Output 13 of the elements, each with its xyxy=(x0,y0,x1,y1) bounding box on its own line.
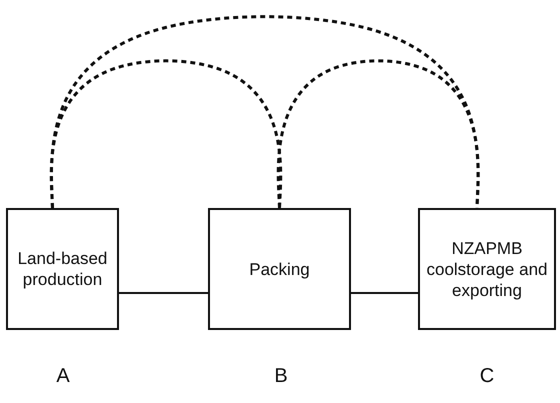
dashed-arc xyxy=(50,15,480,208)
process-box xyxy=(208,208,351,330)
column-letter: B xyxy=(273,365,289,388)
box-label: Packing xyxy=(249,258,310,280)
dashed-arc xyxy=(276,59,480,208)
process-box xyxy=(418,208,556,330)
box-label: Land-based production xyxy=(16,248,108,290)
process-box xyxy=(6,208,119,330)
column-letter: A xyxy=(55,365,71,388)
connector-line xyxy=(119,292,208,294)
box-label: NZAPMB coolstorage and exporting xyxy=(426,238,548,300)
connector-line xyxy=(351,292,418,294)
column-letter: C xyxy=(478,365,496,388)
